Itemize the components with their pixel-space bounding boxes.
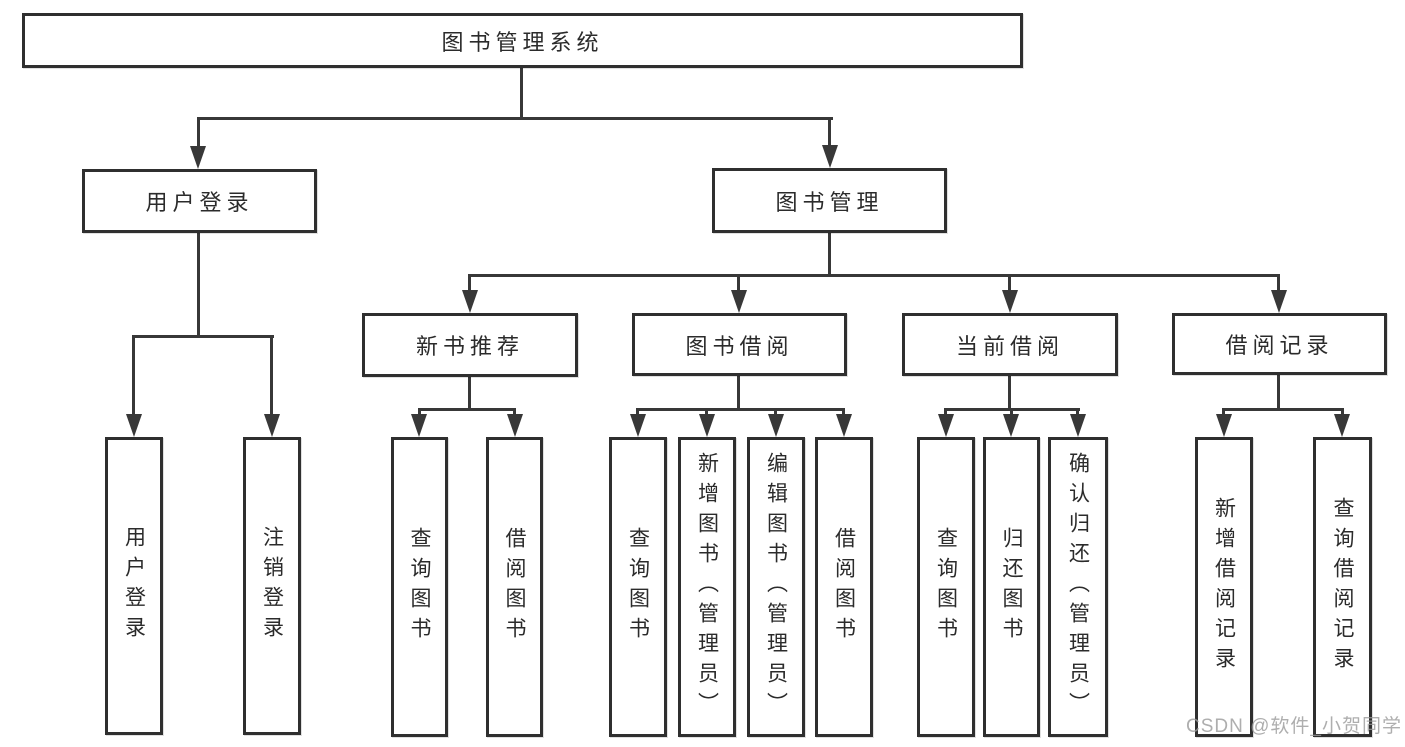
arrowhead-down-icon — [768, 414, 784, 437]
connector-line — [944, 408, 1080, 411]
node-label: 图书管理系统 — [441, 29, 604, 55]
node-label: 编辑图书（管理员） — [764, 452, 788, 722]
node-label: 借阅图书 — [832, 527, 856, 647]
node-leaf-query-books-current: 查询图书 — [917, 437, 975, 737]
node-leaf-add-books-admin: 新增图书（管理员） — [678, 437, 736, 737]
arrowhead-down-icon — [1271, 290, 1287, 313]
node-label: 查询图书 — [934, 527, 958, 647]
node-label: 归还图书 — [1000, 527, 1023, 647]
node-label: 确认归还（管理员） — [1066, 452, 1090, 722]
arrowhead-down-icon — [1003, 414, 1019, 437]
connector-line — [197, 117, 833, 120]
arrowhead-down-icon — [411, 414, 427, 437]
arrowhead-down-icon — [822, 145, 838, 168]
watermark-text: CSDN @软件_小贺同学 — [1186, 716, 1402, 737]
node-leaf-query-borrow-record: 查询借阅记录 — [1313, 437, 1372, 737]
node-label: 注销登录 — [260, 526, 284, 646]
connector-line — [1008, 376, 1011, 410]
arrowhead-down-icon — [731, 290, 747, 313]
connector-line — [197, 233, 200, 337]
arrowhead-down-icon — [264, 414, 280, 437]
connector-line — [636, 408, 845, 411]
arrowhead-down-icon — [190, 146, 206, 169]
node-leaf-user-login: 用户登录 — [105, 437, 163, 735]
node-leaf-query-books-borrowing: 查询图书 — [609, 437, 667, 737]
connector-line — [468, 276, 471, 294]
node-label: 查询图书 — [408, 527, 431, 647]
node-label: 查询图书 — [626, 527, 650, 647]
connector-line — [1222, 408, 1344, 411]
node-label: 借阅图书 — [503, 527, 526, 647]
arrowhead-down-icon — [630, 414, 646, 437]
node-leaf-edit-books-admin: 编辑图书（管理员） — [747, 437, 805, 737]
arrowhead-down-icon — [462, 290, 478, 313]
connector-line — [132, 335, 274, 338]
node-label: 用户登录 — [145, 190, 254, 215]
node-leaf-borrow-books-recommend: 借阅图书 — [486, 437, 543, 737]
arrowhead-down-icon — [1216, 414, 1232, 437]
arrowhead-down-icon — [1002, 290, 1018, 313]
node-book-borrowing: 图书借阅 — [632, 313, 847, 376]
node-label: 当前借阅 — [955, 333, 1064, 359]
connector-line — [270, 337, 273, 417]
node-borrowing-records: 借阅记录 — [1172, 313, 1387, 375]
node-book-management: 图书管理 — [712, 168, 947, 233]
node-leaf-return-books: 归还图书 — [983, 437, 1040, 737]
node-user-login: 用户登录 — [82, 169, 317, 233]
node-leaf-logout-login: 注销登录 — [243, 437, 301, 735]
arrowhead-down-icon — [126, 414, 142, 437]
node-label: 图书借阅 — [685, 333, 794, 359]
arrowhead-down-icon — [836, 414, 852, 437]
connector-line — [520, 68, 523, 120]
node-label: 借阅记录 — [1225, 333, 1334, 358]
connector-line — [737, 376, 740, 410]
connector-line — [737, 276, 740, 294]
node-label: 新增图书（管理员） — [695, 452, 719, 722]
arrowhead-down-icon — [699, 414, 715, 437]
node-leaf-confirm-return-admin: 确认归还（管理员） — [1048, 437, 1108, 737]
connector-line — [418, 408, 516, 411]
connector-line — [828, 119, 831, 151]
node-current-borrowing: 当前借阅 — [902, 313, 1118, 376]
node-label: 图书管理 — [775, 189, 884, 215]
connector-line — [197, 119, 200, 151]
node-label: 用户登录 — [122, 526, 146, 646]
node-label: 查询借阅记录 — [1331, 497, 1354, 677]
connector-line — [1008, 276, 1011, 294]
node-label: 新书推荐 — [415, 334, 524, 359]
connector-line — [468, 274, 1280, 277]
node-leaf-query-books-recommend: 查询图书 — [391, 437, 448, 737]
connector-line — [468, 377, 471, 410]
node-label: 新增借阅记录 — [1212, 497, 1236, 677]
node-new-book-recommend: 新书推荐 — [362, 313, 578, 377]
arrowhead-down-icon — [938, 414, 954, 437]
arrowhead-down-icon — [507, 414, 523, 437]
node-leaf-borrow-books-borrowing: 借阅图书 — [815, 437, 873, 737]
connector-line — [828, 233, 831, 276]
arrowhead-down-icon — [1070, 414, 1086, 437]
node-leaf-add-borrow-record: 新增借阅记录 — [1195, 437, 1253, 737]
watermark: CSDN @软件_小贺同学 — [1186, 711, 1402, 738]
node-system-root: 图书管理系统 — [22, 13, 1023, 68]
connector-line — [132, 337, 135, 417]
connector-line — [1277, 276, 1280, 294]
arrowhead-down-icon — [1334, 414, 1350, 437]
connector-line — [1277, 375, 1280, 410]
